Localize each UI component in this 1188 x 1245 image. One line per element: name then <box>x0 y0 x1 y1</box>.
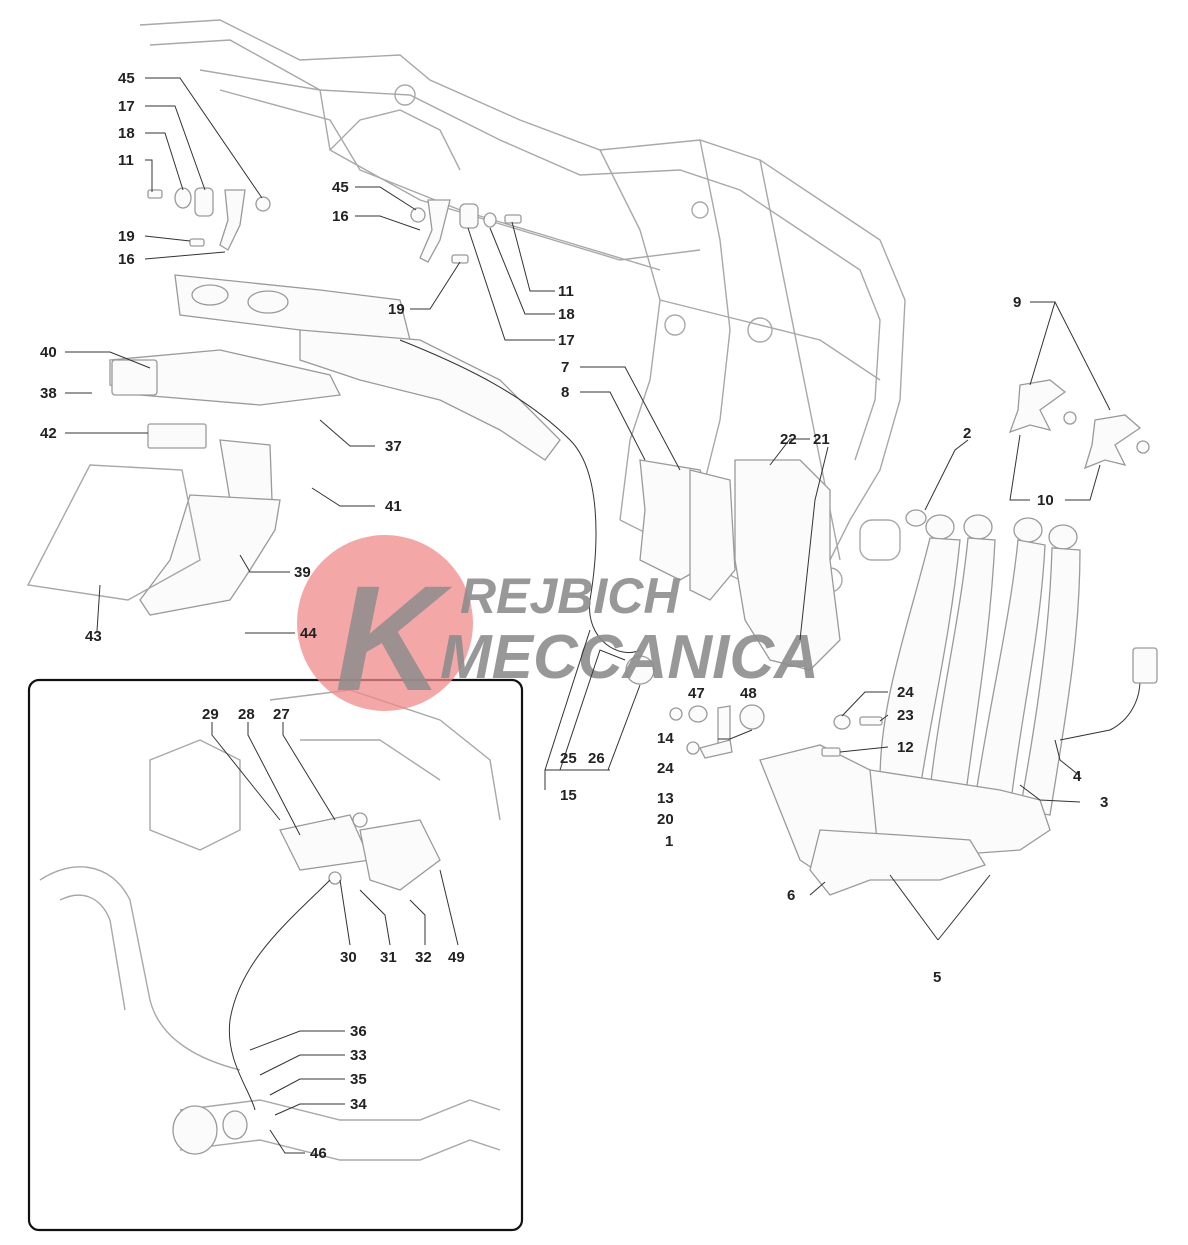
callout-17-a: 17 <box>118 98 135 115</box>
callout-6: 6 <box>787 887 795 904</box>
watermark-logo-letter: K <box>335 554 453 722</box>
callout-1: 1 <box>665 833 673 850</box>
callout-46: 46 <box>310 1145 327 1162</box>
valve-linkage-parts <box>625 655 883 759</box>
callout-26: 26 <box>588 750 605 767</box>
callout-49: 49 <box>448 949 465 966</box>
callout-42: 42 <box>40 425 57 442</box>
callout-4: 4 <box>1073 768 1082 785</box>
callout-8: 8 <box>561 384 569 401</box>
callout-13: 13 <box>657 790 674 807</box>
callout-5: 5 <box>933 969 941 986</box>
header-brackets <box>1008 379 1150 470</box>
callout-45-a: 45 <box>118 70 135 87</box>
callout-10: 10 <box>1037 492 1054 509</box>
watermark-line1: REJBICH <box>460 568 680 624</box>
callout-17-b: 17 <box>558 332 575 349</box>
callout-25: 25 <box>560 750 577 767</box>
callout-7: 7 <box>561 359 569 376</box>
callout-2: 2 <box>963 425 971 442</box>
callout-9: 9 <box>1013 294 1021 311</box>
chassis-frame <box>139 19 906 641</box>
callout-18-a: 18 <box>118 125 135 142</box>
callout-37: 37 <box>385 438 402 455</box>
watermark-line2: MECCANICA <box>440 623 819 692</box>
callout-34: 34 <box>350 1096 367 1113</box>
callout-24-b: 24 <box>897 684 914 701</box>
leader-lines <box>65 77 1111 1154</box>
callout-29: 29 <box>202 706 219 723</box>
callout-41: 41 <box>385 498 402 515</box>
callout-43: 43 <box>85 628 102 645</box>
callout-48: 48 <box>740 685 757 702</box>
callout-33: 33 <box>350 1047 367 1064</box>
callout-38: 38 <box>40 385 57 402</box>
callout-32: 32 <box>415 949 432 966</box>
watermark-circle <box>297 535 473 711</box>
callout-35: 35 <box>350 1071 367 1088</box>
callout-40: 40 <box>40 344 57 361</box>
callout-labels: 45 17 18 11 19 16 45 16 11 18 17 19 40 3… <box>40 70 1108 1162</box>
callout-24-a: 24 <box>657 760 674 777</box>
rear-silencer <box>174 274 641 654</box>
callout-39: 39 <box>294 564 311 581</box>
callout-21: 21 <box>813 431 830 448</box>
callout-14: 14 <box>657 730 674 747</box>
callout-31: 31 <box>380 949 397 966</box>
callout-15: 15 <box>560 787 577 804</box>
callout-18-b: 18 <box>558 306 575 323</box>
callout-45-b: 45 <box>332 179 349 196</box>
callout-27: 27 <box>273 706 290 723</box>
callout-28: 28 <box>238 706 255 723</box>
callout-23: 23 <box>897 707 914 724</box>
exhaust-headers <box>759 509 1158 896</box>
callout-30: 30 <box>340 949 357 966</box>
callout-11-a: 11 <box>118 152 134 169</box>
callout-36: 36 <box>350 1023 367 1040</box>
watermark-logo: K REJBICH MECCANICA <box>297 535 819 722</box>
upper-left-bracket-parts <box>147 187 522 264</box>
callout-16-a: 16 <box>118 251 135 268</box>
inset-detail-box <box>27 678 524 1232</box>
callout-20: 20 <box>657 811 674 828</box>
callout-47: 47 <box>688 685 705 702</box>
callout-16-b: 16 <box>332 208 349 225</box>
callout-19-a: 19 <box>118 228 135 245</box>
callout-3: 3 <box>1100 794 1108 811</box>
callout-44: 44 <box>300 625 317 642</box>
callout-19-b: 19 <box>388 301 405 318</box>
license-plate-holder <box>26 349 341 616</box>
callout-22: 22 <box>780 431 797 448</box>
callout-12: 12 <box>897 739 914 756</box>
callout-11-b: 11 <box>558 283 574 300</box>
